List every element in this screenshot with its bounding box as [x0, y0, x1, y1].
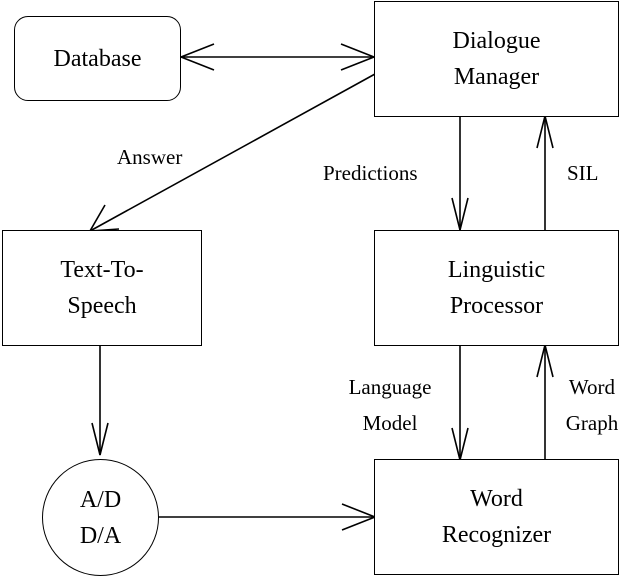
edge-label-word-graph-line2: Graph [565, 411, 619, 435]
linguistic-processor-node: Linguistic Processor [374, 230, 619, 346]
edge-label-language-model: Language Model [338, 369, 442, 441]
edge-label-answer: Answer [117, 145, 183, 169]
edge-label-predictions: Predictions [323, 161, 418, 185]
ad-da-label-line2: D/A [79, 522, 122, 549]
arrowhead-tts-to-adda [91, 422, 109, 456]
word-recognizer-label-line1: Word [470, 486, 523, 512]
database-node: Database [14, 16, 181, 101]
edge-label-language-model-line2: Model [362, 411, 418, 435]
linguistic-processor-label-line2: Processor [449, 293, 544, 319]
dialogue-manager-label-line1: Dialogue [452, 28, 541, 54]
database-label: Database [53, 45, 142, 72]
word-recognizer-label-line2: Recognizer [441, 522, 552, 548]
edge-label-word-graph-line1: Word [568, 375, 616, 399]
edge-label-sil: SIL [567, 161, 599, 185]
ad-da-node: A/D D/A [42, 459, 159, 576]
word-recognizer-node: Word Recognizer [374, 459, 619, 575]
edge-label-word-graph: Word Graph [558, 369, 626, 441]
dialogue-manager-label-line2: Manager [453, 64, 540, 90]
linguistic-processor-label-line1: Linguistic [447, 257, 546, 283]
arrowhead-to-database [178, 43, 215, 71]
text-to-speech-node: Text-To- Speech [2, 230, 202, 346]
dialogue-manager-node: Dialogue Manager [374, 1, 619, 117]
ad-da-label-line1: A/D [79, 486, 122, 513]
edge-label-language-model-line1: Language [348, 375, 432, 399]
text-to-speech-label-line2: Speech [67, 293, 137, 319]
text-to-speech-label-line1: Text-To- [60, 257, 144, 283]
edge-answer [89, 73, 376, 232]
